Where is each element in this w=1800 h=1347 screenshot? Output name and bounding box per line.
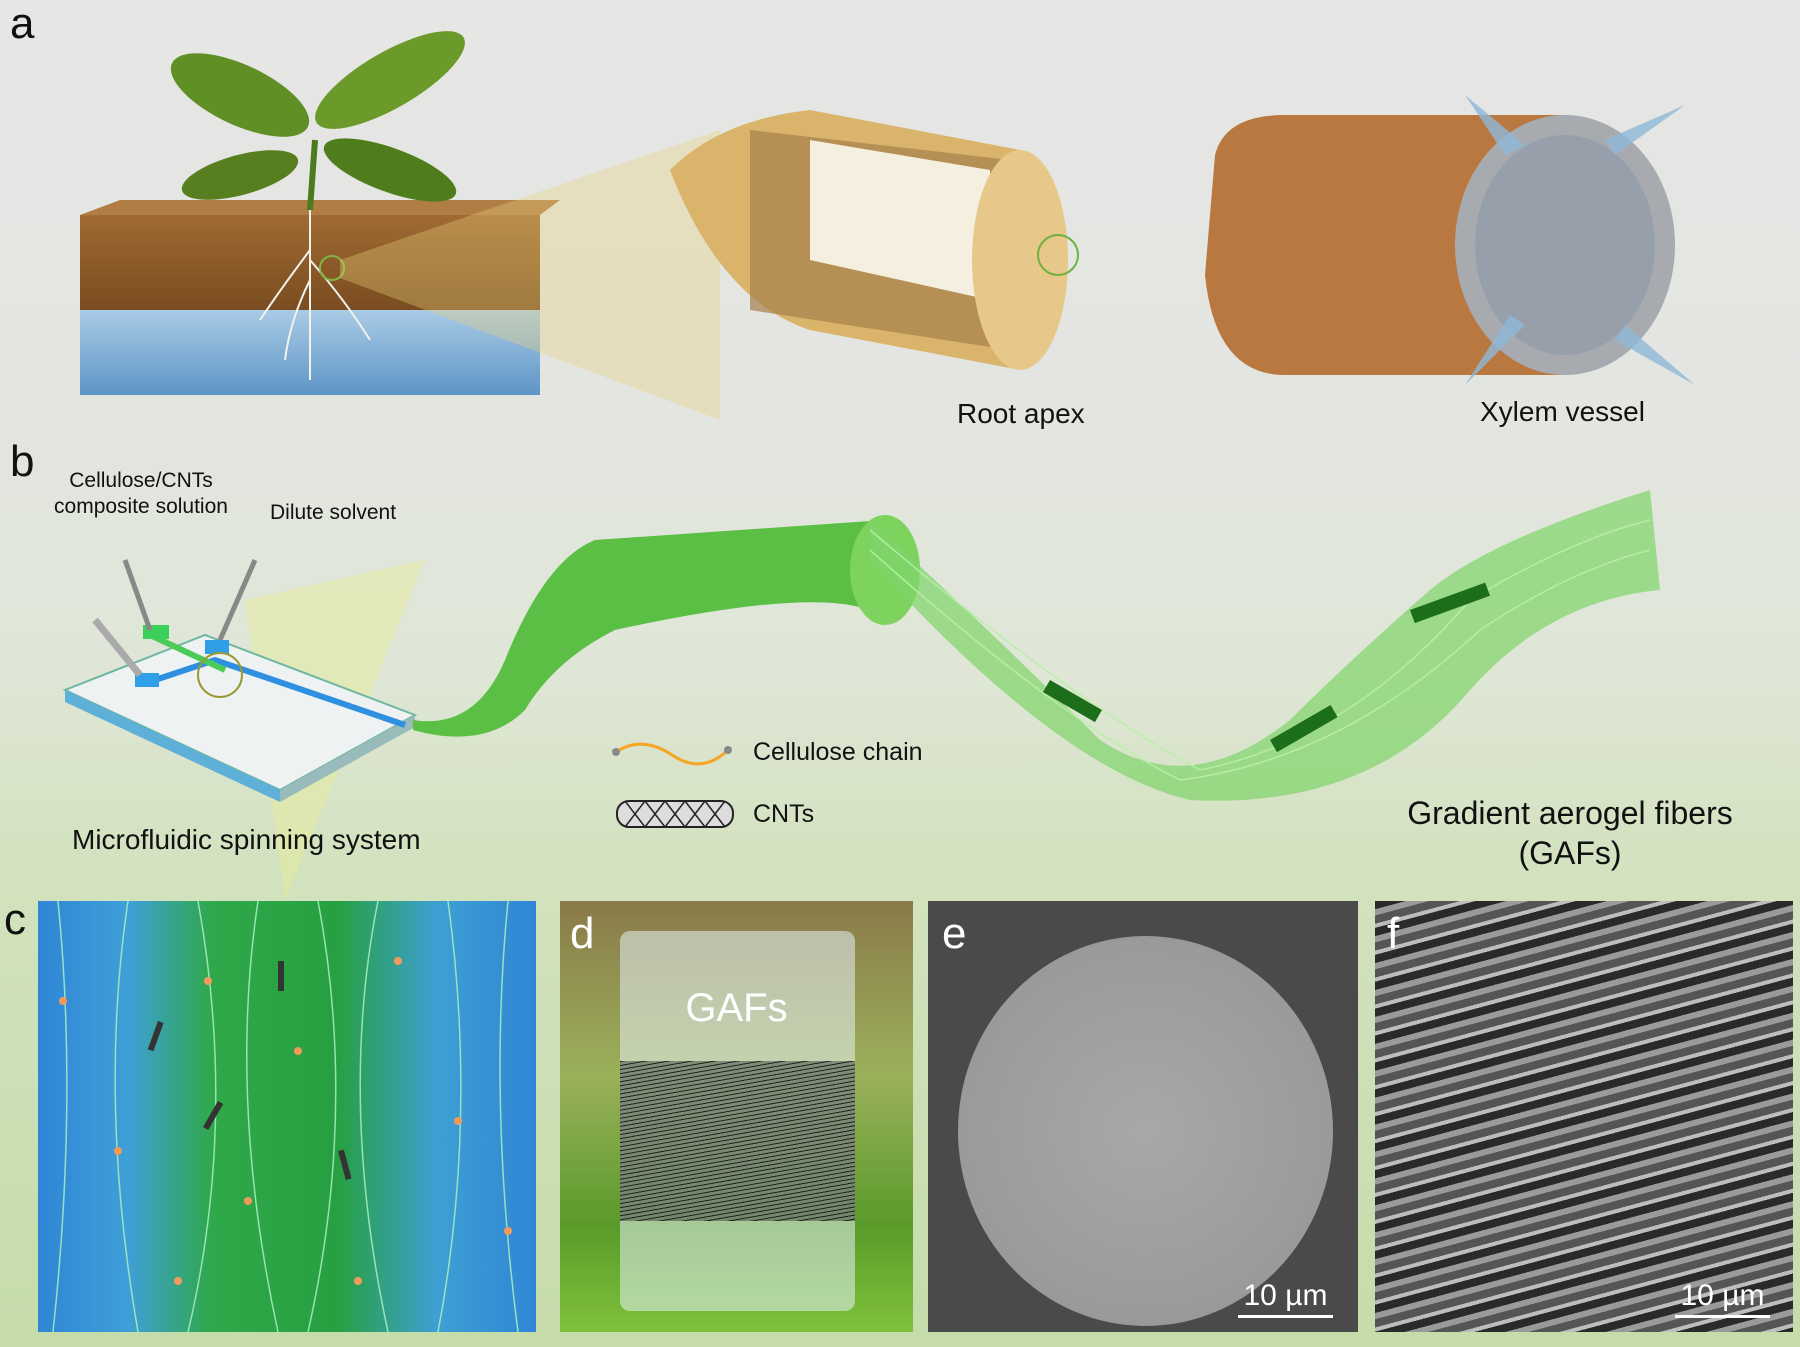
dilute-solvent-label: Dilute solvent	[270, 501, 397, 524]
gafs-label: GAFs	[685, 986, 788, 1030]
microfluidic-system-label: Microfluidic spinning system	[72, 824, 421, 855]
legend-cnt-label: CNTs	[753, 800, 815, 828]
panel-label-b: b	[10, 437, 35, 486]
gaf-fiber-illustration	[869, 490, 1660, 801]
panel-c-image	[38, 901, 536, 1332]
legend-cellulose-chain-label: Cellulose chain	[753, 738, 923, 766]
gaf-label-line2: (GAFs)	[1518, 835, 1622, 871]
legend-cnt-icon	[616, 800, 734, 828]
panel-label-a: a	[10, 0, 35, 48]
scale-bar-e-label: 10 µm	[1243, 1279, 1328, 1312]
root-apex-illustration	[670, 110, 1079, 370]
xylem-vessel-illustration	[1205, 95, 1695, 385]
composite-solution-line1: Cellulose/CNTs	[69, 469, 213, 492]
soil-plant-illustration	[80, 31, 720, 420]
panel-label-f: f	[1387, 909, 1400, 958]
scale-bar-f: 10 µm	[1675, 1279, 1770, 1318]
panel-label-e: e	[942, 909, 967, 958]
gaf-label: Gradient aerogel fibers (GAFs)	[1380, 793, 1760, 873]
panel-label-c: c	[4, 895, 26, 944]
gaf-label-line1: Gradient aerogel fibers	[1407, 795, 1733, 831]
scale-bar-e: 10 µm	[1238, 1279, 1333, 1318]
panel-d-photo: GAFs	[560, 901, 913, 1332]
microfluidic-chip-illustration	[62, 515, 920, 900]
composite-solution-line2: composite solution	[54, 495, 228, 518]
panel-label-d: d	[570, 909, 595, 958]
root-apex-label: Root apex	[957, 398, 1085, 429]
xylem-vessel-label: Xylem vessel	[1480, 396, 1645, 427]
scale-bar-f-label: 10 µm	[1680, 1279, 1765, 1312]
panel-e-sem-image: 10 µm	[928, 901, 1358, 1332]
panel-f-sem-image: 10 µm	[1375, 901, 1793, 1332]
legend-cellulose-chain-icon	[612, 742, 732, 766]
composite-solution-label: Cellulose/CNTs composite solution	[46, 468, 236, 520]
